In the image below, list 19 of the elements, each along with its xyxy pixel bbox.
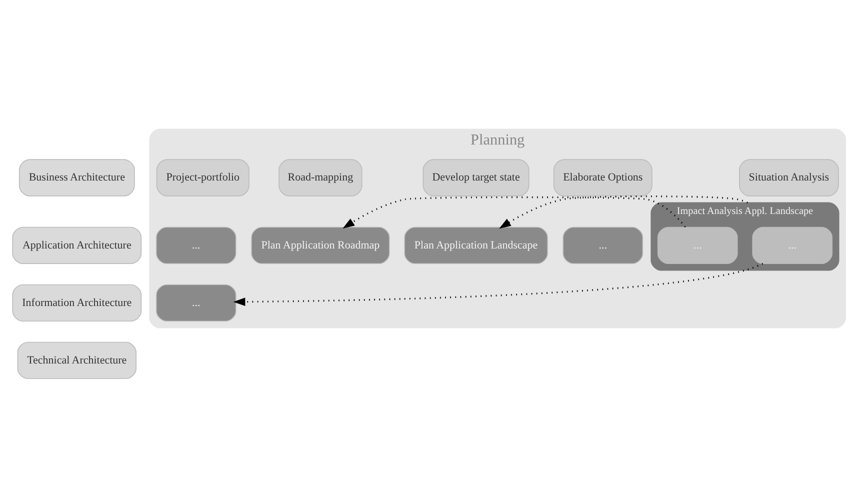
node-box: ... [156,284,236,322]
node-box: ... [657,226,738,264]
node-box: Application Architecture [12,226,142,264]
node-box: Develop target state [422,158,530,196]
node-box: ... [752,226,832,264]
node-box: Technical Architecture [17,341,137,379]
node-box: Information Architecture [12,284,142,322]
node-box: Plan Application Roadmap [251,226,390,264]
arrow [233,262,764,306]
node-box: Project-portfolio [156,158,250,196]
node-box: Situation Analysis [739,158,839,196]
node-box: Plan Application Landscape [404,226,548,264]
node-box: Elaborate Options [553,158,652,196]
node-box: ... [156,226,236,264]
node-box: ... [562,226,644,264]
node-box: Road-mapping [278,158,362,196]
arrow [499,194,748,228]
node-box: Business Architecture [18,158,135,196]
arrow [342,196,686,228]
